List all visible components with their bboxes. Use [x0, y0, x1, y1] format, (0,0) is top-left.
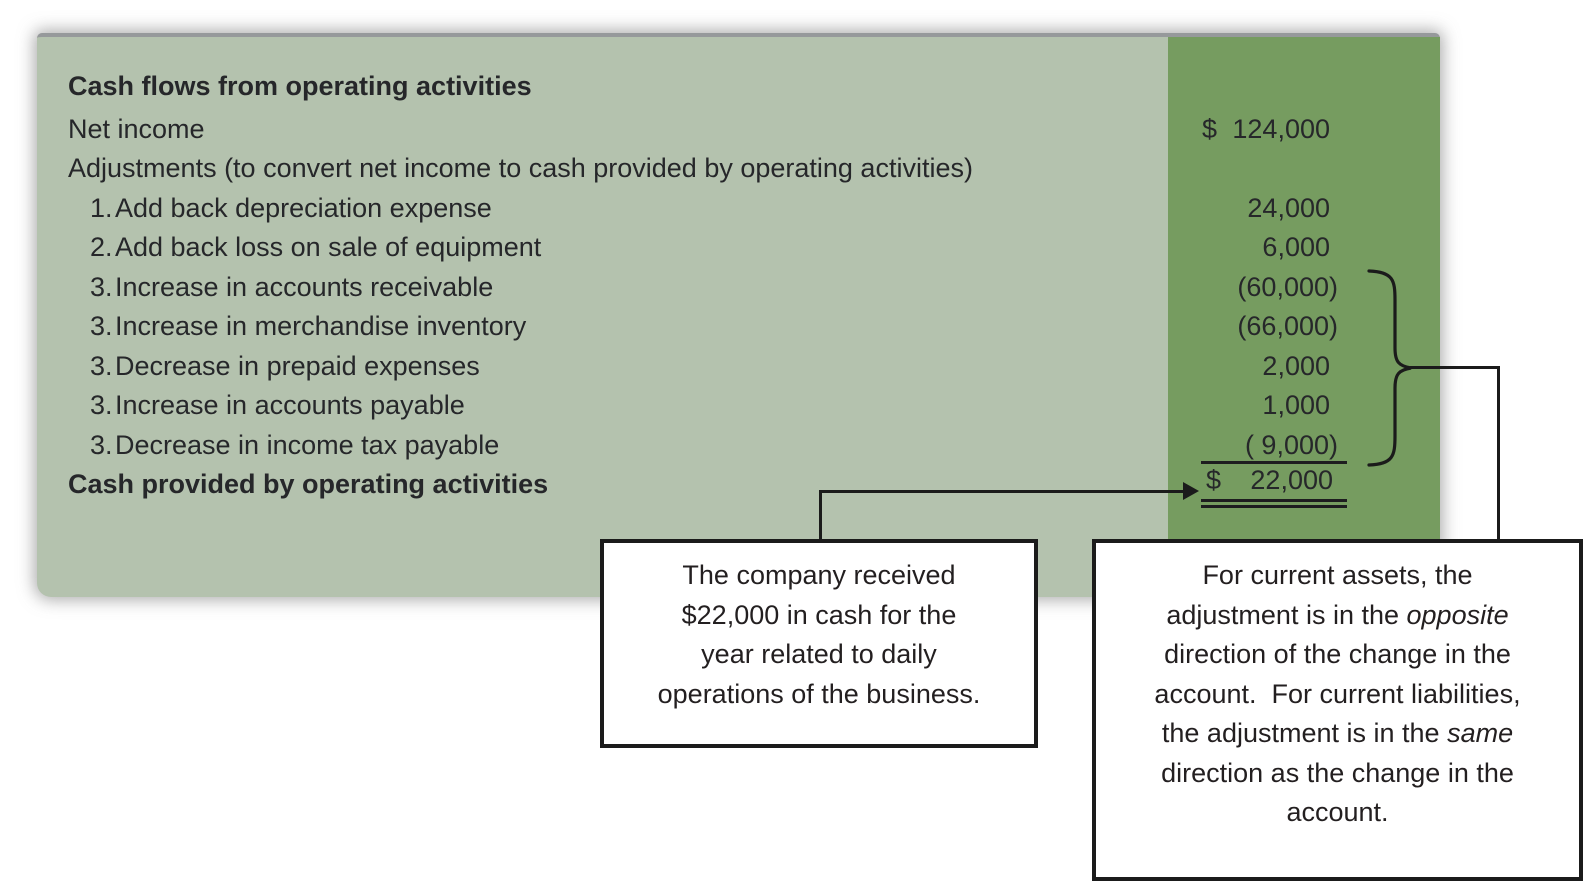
statement-row: 1. Add back depreciation expense 24,000	[68, 189, 1330, 229]
row-label: Adjustments (to convert net income to ca…	[68, 153, 973, 184]
callout-total-explanation-text: The company received$22,000 in cash for …	[657, 560, 981, 709]
statement-row: 3. Increase in merchandise inventory (66…	[68, 307, 1338, 347]
row-label: Add back depreciation expense	[115, 192, 492, 223]
row-amount: 6,000	[1262, 232, 1330, 263]
statement-title: Cash flows from operating activities	[68, 71, 532, 102]
row-label: Decrease in prepaid expenses	[115, 350, 480, 381]
row-amount: $124,000	[1202, 113, 1330, 144]
row-label: Increase in accounts payable	[115, 390, 465, 421]
row-number: 3.	[90, 271, 113, 302]
row-label: Add back loss on sale of equipment	[115, 232, 542, 263]
brace-connector-vertical-line	[1497, 366, 1500, 539]
row-amount: 24,000	[1247, 192, 1330, 223]
row-number: 2.	[90, 232, 113, 263]
statement-row: Net income $124,000	[68, 110, 1330, 150]
row-number: 3.	[90, 311, 113, 342]
statement-row: 3. Decrease in income tax payable ( 9,00…	[68, 426, 1338, 466]
statement-rows: Cash flows from operating activities Net…	[37, 37, 1440, 509]
statement-row: 2. Add back loss on sale of equipment 6,…	[68, 228, 1330, 268]
statement-panel: Cash flows from operating activities Net…	[37, 33, 1440, 597]
row-label: Decrease in income tax payable	[115, 429, 500, 460]
row-amount: $22,000	[1201, 461, 1347, 509]
row-amount: 2,000	[1262, 350, 1330, 381]
row-amount: (66,000)	[1237, 311, 1338, 342]
arrow-horizontal-line	[819, 490, 1185, 493]
row-amount: (60,000)	[1237, 271, 1338, 302]
row-number: 1.	[90, 192, 113, 223]
row-amount: 1,000	[1262, 390, 1330, 421]
statement-row: Adjustments (to convert net income to ca…	[68, 149, 1330, 189]
statement-row: 3. Increase in accounts receivable (60,0…	[68, 268, 1338, 308]
arrow-head-icon	[1183, 482, 1199, 500]
row-number: 3.	[90, 390, 113, 421]
row-number: 3.	[90, 350, 113, 381]
row-number: 3.	[90, 429, 113, 460]
row-label: Increase in accounts receivable	[115, 271, 494, 302]
row-label: Net income	[68, 113, 205, 144]
brace-connector-horizontal-line	[1410, 366, 1500, 369]
grouping-brace	[1367, 269, 1412, 467]
row-amount: ( 9,000)	[1244, 429, 1338, 460]
row-label: Cash provided by operating activities	[68, 469, 549, 500]
row-label: Increase in merchandise inventory	[115, 311, 527, 342]
statement-row: 3. Increase in accounts payable 1,000	[68, 386, 1330, 426]
statement-row: Cash provided by operating activities $2…	[68, 461, 1347, 509]
arrow-vertical-line	[819, 490, 822, 539]
statement-row: 3. Decrease in prepaid expenses 2,000	[68, 347, 1330, 387]
callout-total-explanation: The company received$22,000 in cash for …	[600, 539, 1038, 748]
